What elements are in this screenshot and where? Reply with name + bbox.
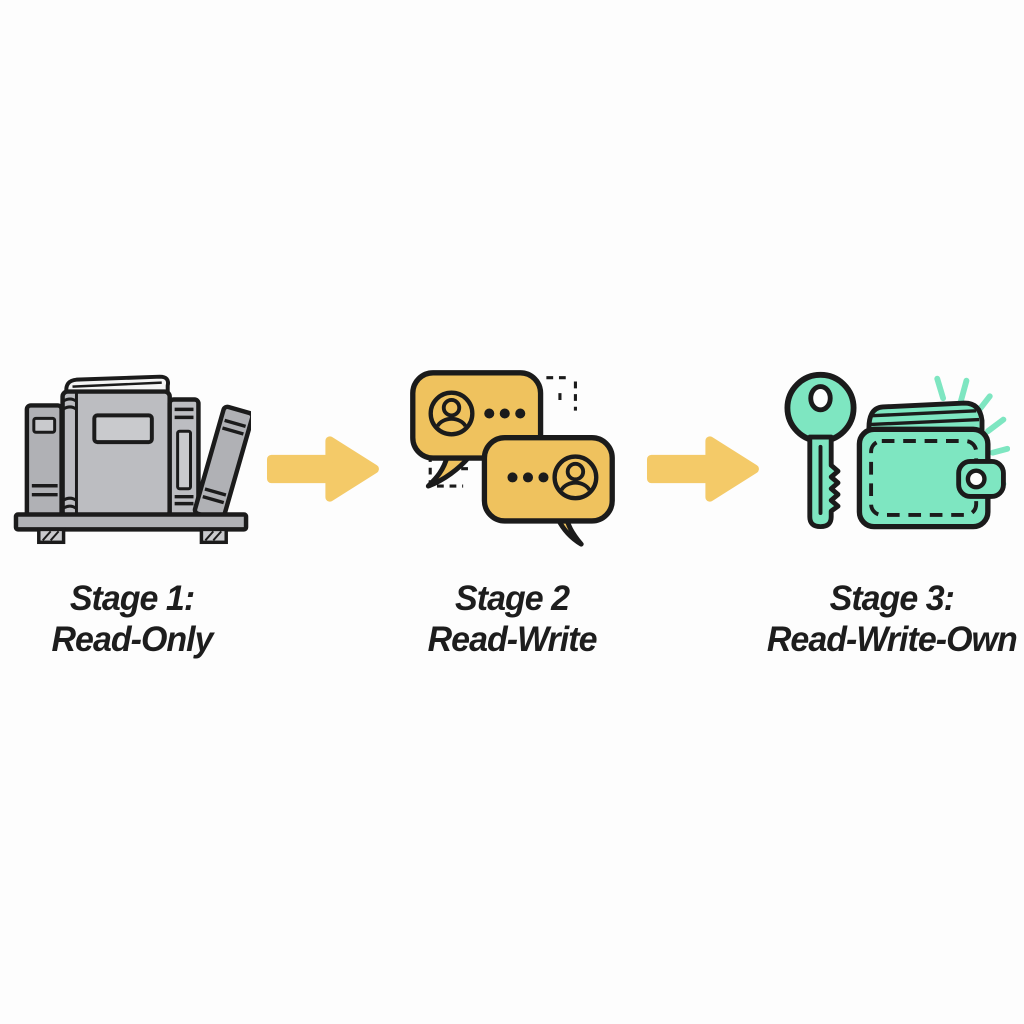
stage-1-label-line2: Read-Only	[51, 620, 213, 660]
stage-2-group: Stage 2 Read-Write	[381, 368, 643, 661]
stage-3-group: Stage 3: Read-Write-Own	[761, 368, 1023, 661]
stage-3-label: Stage 3: Read-Write-Own	[767, 578, 1018, 661]
stage-2-label: Stage 2 Read-Write	[427, 578, 598, 661]
stage-1-group: Stage 1: Read-Only	[1, 368, 263, 661]
arrow-right-icon-1	[263, 432, 381, 506]
stage-1-label-line1: Stage 1:	[69, 579, 195, 618]
chat-bubbles-icon	[400, 368, 625, 550]
stage-flow-row: Stage 1: Read-Only	[0, 368, 1024, 661]
stage-3-label-line2: Read-Write-Own	[767, 620, 1018, 660]
key-wallet-icon	[775, 368, 1010, 550]
stage-1-label: Stage 1: Read-Only	[51, 578, 213, 661]
stage-2-label-line2: Read-Write	[427, 620, 598, 660]
bookshelf-icon	[13, 368, 251, 550]
stage-2-label-line1: Stage 2	[454, 579, 570, 618]
stage-3-label-line1: Stage 3:	[829, 579, 955, 618]
arrow-right-icon-2	[643, 432, 761, 506]
